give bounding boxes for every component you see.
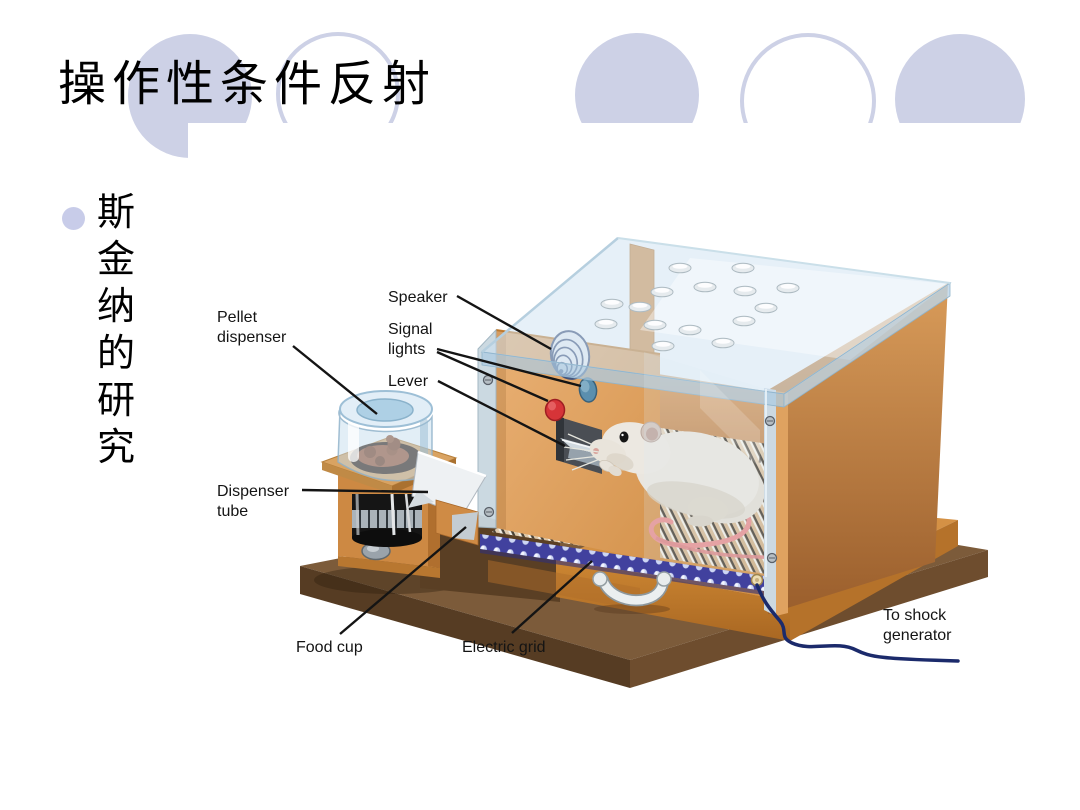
glass-front-pane	[644, 352, 778, 577]
leader-lines	[292, 294, 593, 635]
rat-whiskers	[563, 433, 601, 471]
label-pellet-dispenser: Pellet	[217, 309, 258, 326]
lever-slot-shade	[556, 416, 564, 462]
decor-circle-filled	[575, 33, 699, 123]
label-to-shock-generator: To shock	[883, 607, 947, 624]
bullet-marker	[62, 207, 85, 230]
dispenser-tube	[408, 450, 487, 546]
decor-circle-outline	[276, 32, 400, 123]
diagram-labels: Pellet dispenser Speaker Signal lights L…	[217, 289, 952, 656]
shock-generator-wire	[755, 583, 960, 663]
label-signal-lights: Signal	[388, 321, 432, 338]
decor-circle-notch	[188, 123, 268, 171]
label-lever: Lever	[388, 373, 429, 390]
svg-text:dispenser: dispenser	[217, 329, 287, 346]
signal-light-red	[544, 398, 566, 422]
lid-right-edge	[783, 282, 951, 408]
lid-left-edge	[481, 237, 619, 353]
leader-pellet-dispenser	[292, 345, 378, 415]
base-handle	[592, 571, 672, 614]
decorative-circle-band	[0, 0, 1080, 123]
rat-hind-leg	[688, 496, 728, 522]
leader-lever	[437, 379, 566, 448]
front-right-post	[776, 391, 788, 616]
label-speaker: Speaker	[388, 289, 448, 306]
pellet-dispenser-assembly	[320, 390, 487, 578]
dispenser-motor	[352, 493, 422, 547]
leader-speaker	[456, 294, 552, 351]
label-food-cup: Food cup	[296, 639, 363, 656]
rat-eye	[619, 431, 629, 443]
leader-signal-blue	[436, 347, 582, 388]
plinth-front-face	[556, 558, 790, 641]
leader-signal-red	[436, 350, 549, 403]
svg-text:generator: generator	[883, 627, 952, 644]
label-dispenser-tube: Dispenser	[217, 483, 290, 500]
rat-foot	[687, 515, 713, 527]
glass-reflection	[700, 370, 760, 468]
signal-light-blue	[578, 377, 598, 403]
leader-electric-grid	[511, 560, 593, 634]
bullet-text-vertical: 斯金纳的研究	[97, 192, 136, 469]
glass-lid	[480, 237, 952, 408]
slide-title: 操作性条件反射	[58, 58, 437, 111]
leader-dispenser-tube	[301, 488, 429, 494]
label-electric-grid: Electric grid	[462, 639, 546, 656]
svg-text:lights: lights	[388, 341, 425, 358]
leader-food-cup	[339, 526, 467, 635]
svg-text:tube: tube	[217, 503, 248, 520]
